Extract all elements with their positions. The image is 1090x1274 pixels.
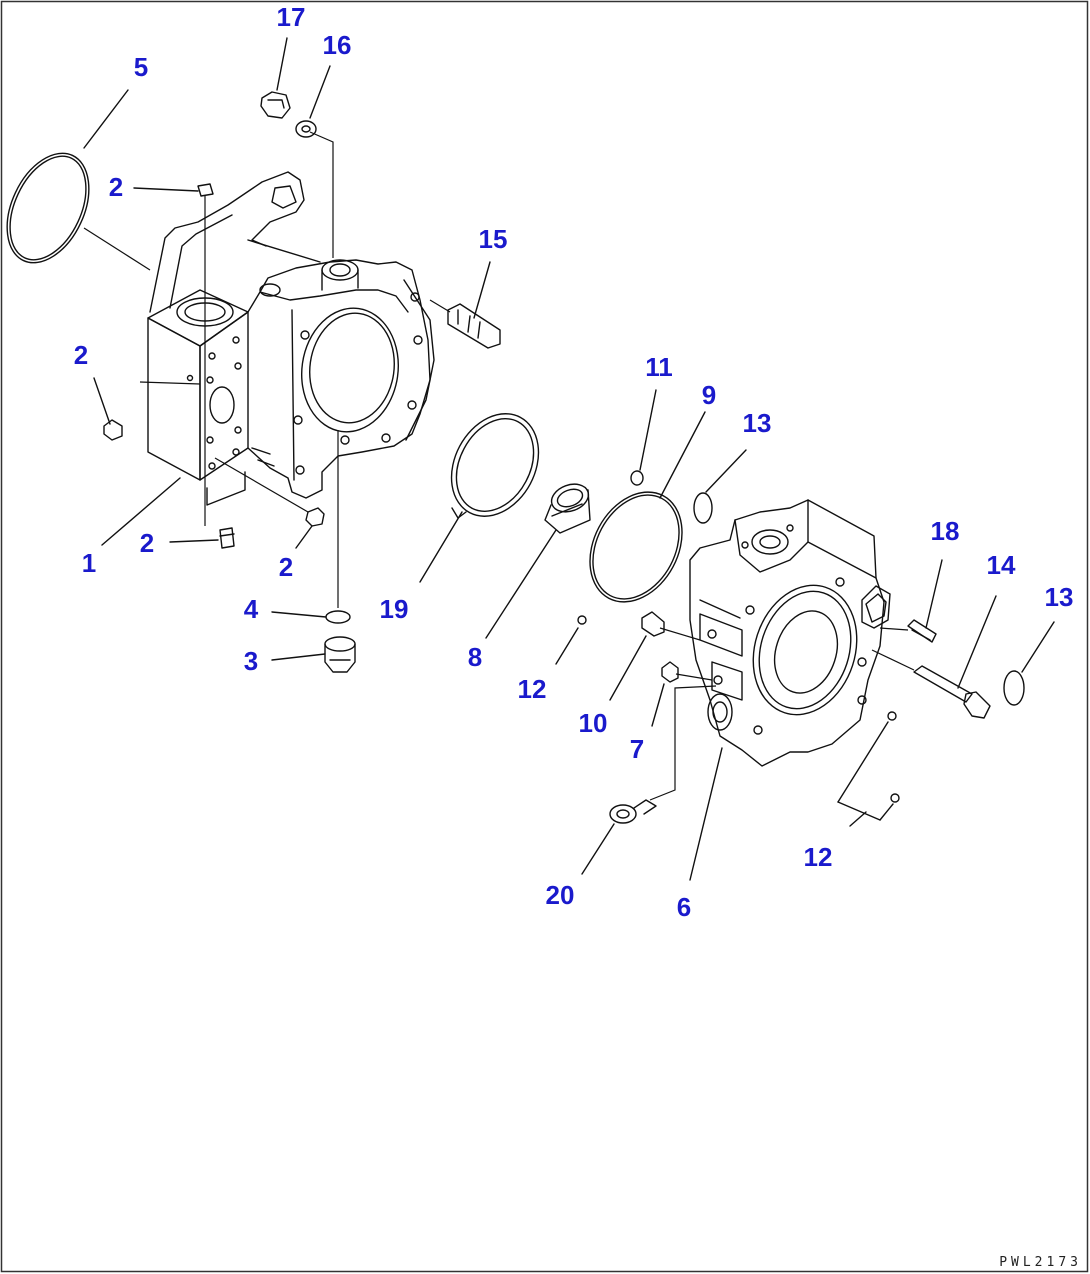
part-7-plug [661, 661, 679, 683]
part-12-ball-left [577, 615, 587, 625]
callout-2-top: 2 [109, 172, 123, 202]
callout-2-right: 2 [279, 552, 293, 582]
callout-3: 3 [244, 646, 258, 676]
callout-13-right: 13 [1045, 582, 1074, 612]
leader-lines [83, 37, 1055, 881]
part-19-snap-ring [450, 413, 540, 519]
callout-2-left: 2 [74, 340, 88, 370]
callout-18: 18 [931, 516, 960, 546]
part-18-pin [907, 619, 937, 643]
part-8-bearing [544, 483, 591, 534]
part-10-pin [641, 611, 665, 637]
part-4-o-ring [325, 610, 351, 624]
callout-13-left: 13 [743, 408, 772, 438]
part-5-o-ring [6, 152, 90, 264]
part-2-plug-top [197, 183, 214, 197]
callout-17: 17 [277, 2, 306, 32]
callout-2-bottom: 2 [140, 528, 154, 558]
callout-20: 20 [546, 880, 575, 910]
part-20-eye-bolt [609, 799, 657, 824]
part-13-seal-right [1003, 670, 1025, 706]
part-12-ball-lower [890, 793, 900, 803]
callout-12-left: 12 [518, 674, 547, 704]
callout-4: 4 [244, 594, 259, 624]
part-9-o-ring [589, 491, 683, 603]
part-3-plug [324, 636, 356, 673]
part-2-plug-right [305, 507, 325, 527]
callout-12-right: 12 [804, 842, 833, 872]
callout-10: 10 [579, 708, 608, 738]
part-17-nut [260, 91, 291, 119]
callout-11: 11 [645, 352, 673, 382]
callout-16: 16 [323, 30, 352, 60]
callout-5: 5 [134, 52, 148, 82]
part-2-plug-left [103, 419, 123, 441]
callout-labels: 17 16 5 2 15 2 11 9 13 18 14 13 1 2 2 19… [74, 2, 1074, 922]
part-1-housing [147, 171, 435, 506]
part-13-seal-left [693, 492, 713, 524]
part-2-plug-bottom [219, 527, 235, 549]
drawing-code: PWL2173 [999, 1255, 1082, 1270]
part-15-stud [447, 303, 501, 349]
callout-19: 19 [380, 594, 409, 624]
part-16-washer [295, 120, 317, 138]
part-14-bolt [913, 665, 991, 719]
part-6-cover [689, 499, 891, 767]
callout-1: 1 [82, 548, 96, 578]
callout-8: 8 [468, 642, 482, 672]
callout-7: 7 [630, 734, 644, 764]
callout-15: 15 [479, 224, 508, 254]
callout-6: 6 [677, 892, 691, 922]
part-11-o-ring [630, 470, 644, 486]
assembly-lines [83, 131, 915, 801]
callout-9: 9 [702, 380, 716, 410]
part-12-ball-upper [887, 711, 897, 721]
callout-14: 14 [987, 550, 1016, 580]
